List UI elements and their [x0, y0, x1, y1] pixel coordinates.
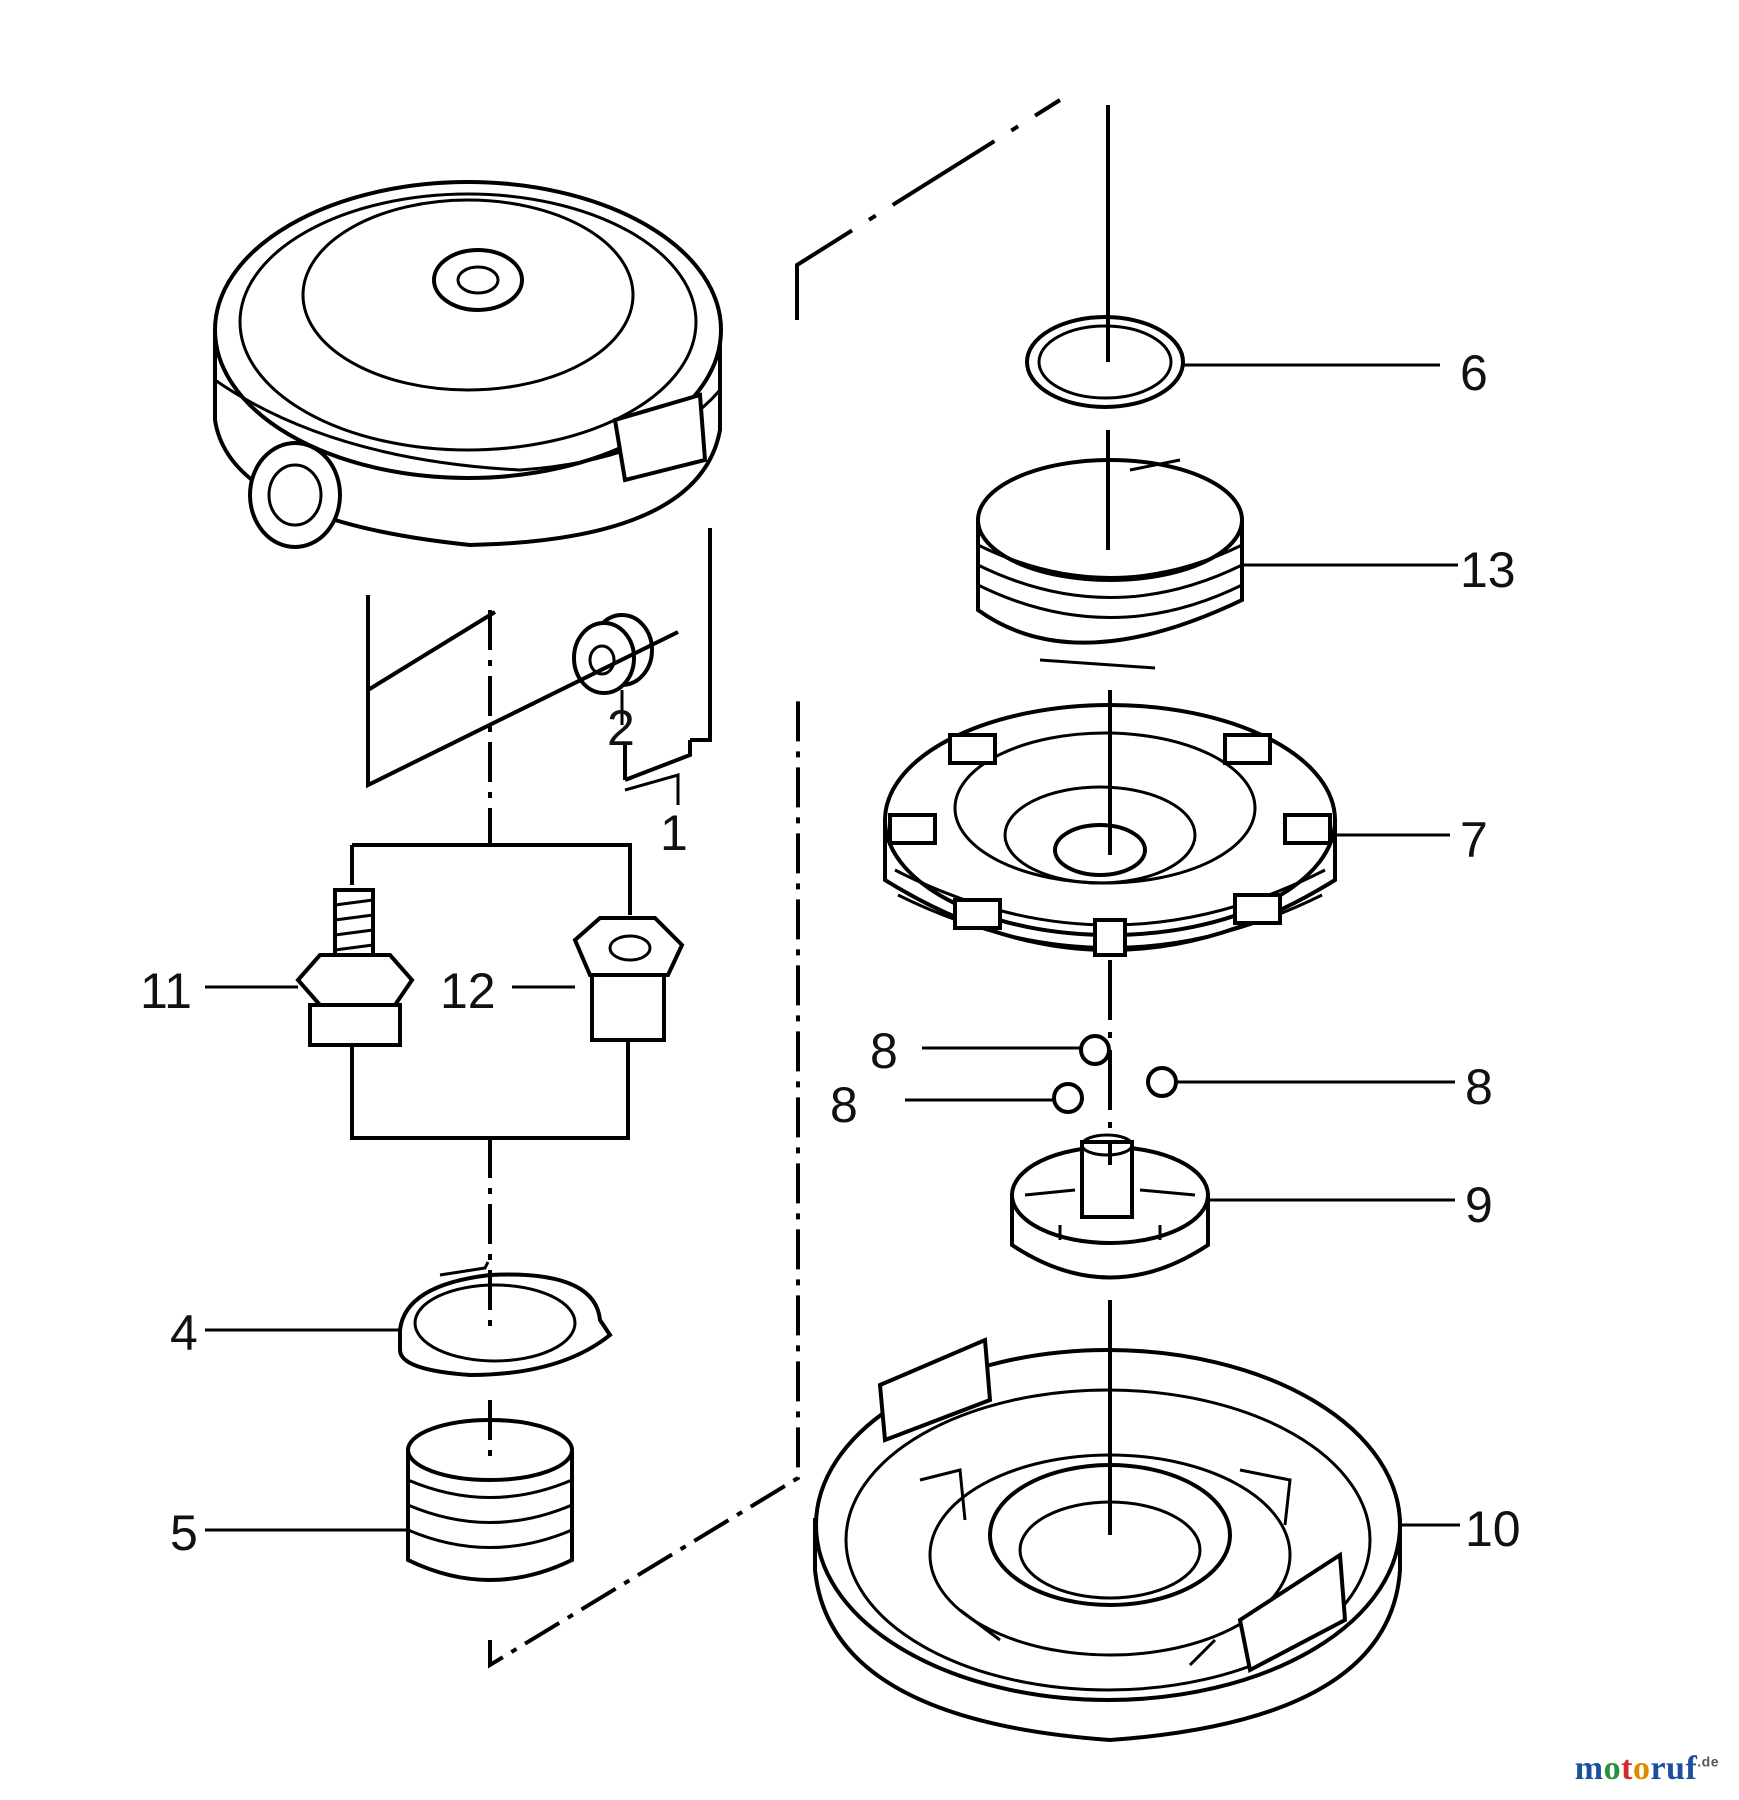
label-part-12: 12 — [440, 963, 496, 1019]
label-part-13: 13 — [1460, 542, 1516, 598]
watermark-tld: .de — [1697, 1753, 1719, 1770]
watermark-logo: motoruf.de — [1575, 1750, 1719, 1788]
assembly-lines — [350, 98, 1112, 1669]
label-part-4: 4 — [170, 1305, 198, 1361]
ratchet-hub — [1010, 1133, 1210, 1280]
base-cap — [813, 1337, 1402, 1743]
label-part-5: 5 — [170, 1505, 198, 1561]
label-part-8-top: 8 — [870, 1023, 898, 1079]
part-labels: 1 2 4 5 6 13 7 8 8 8 9 10 11 12 — [140, 345, 1521, 1561]
label-part-6: 6 — [1460, 345, 1488, 401]
watermark-part-3: t — [1621, 1750, 1633, 1787]
label-part-7: 7 — [1460, 812, 1488, 868]
watermark-part-4: o — [1632, 1750, 1651, 1787]
retainer-ring — [398, 1261, 613, 1378]
watermark-part-2: o — [1603, 1750, 1622, 1787]
watermark-part-5: ruf — [1650, 1750, 1698, 1787]
washer — [1025, 315, 1185, 409]
label-part-8-right: 8 — [1465, 1059, 1493, 1115]
bolt — [295, 888, 415, 1047]
watermark-part-1: m — [1574, 1750, 1604, 1787]
main-spring — [976, 458, 1244, 670]
nut — [572, 916, 685, 1042]
coil-spring — [406, 1418, 574, 1582]
label-part-9: 9 — [1465, 1177, 1493, 1233]
label-part-10: 10 — [1465, 1501, 1521, 1557]
label-part-11: 11 — [140, 963, 192, 1019]
leader-lines — [205, 363, 1460, 1532]
spool-drum — [883, 703, 1337, 957]
housing-cover — [213, 180, 723, 549]
label-part-1: 1 — [660, 805, 688, 861]
label-part-2: 2 — [607, 700, 635, 756]
grommet — [572, 613, 654, 695]
label-part-8-left: 8 — [830, 1077, 858, 1133]
